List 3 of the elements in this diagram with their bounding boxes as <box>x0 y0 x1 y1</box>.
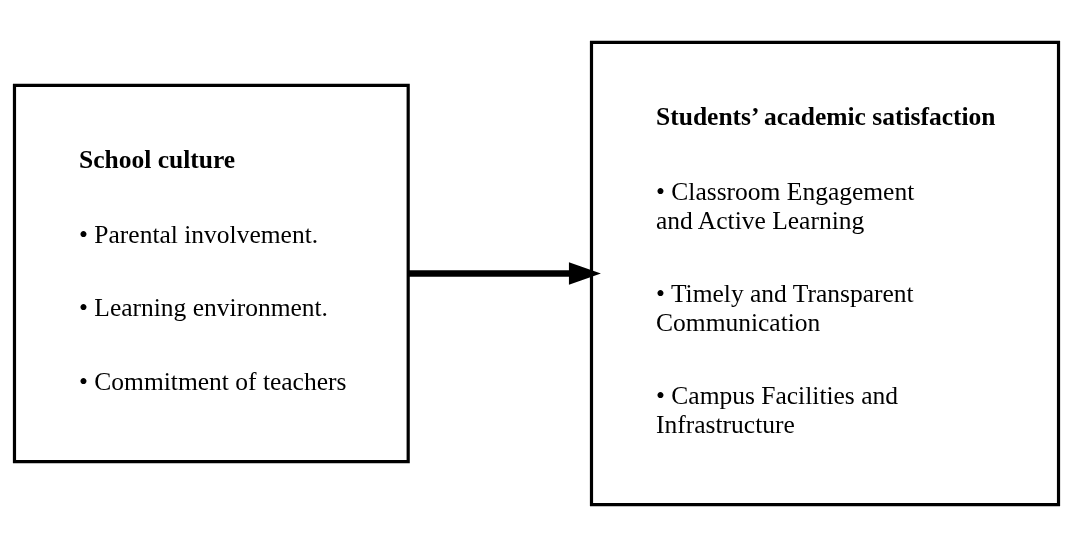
node-box: School culture • Parental involvement. • Learning environment. • Commitment of teachers <box>12 83 410 464</box>
arrow <box>408 262 601 285</box>
node-box: Students’ academic satisfaction • Classroom Engagement and Active Learning • Timely and Transparent Communication • Campus Facilities and Infrastructure <box>589 40 1061 507</box>
